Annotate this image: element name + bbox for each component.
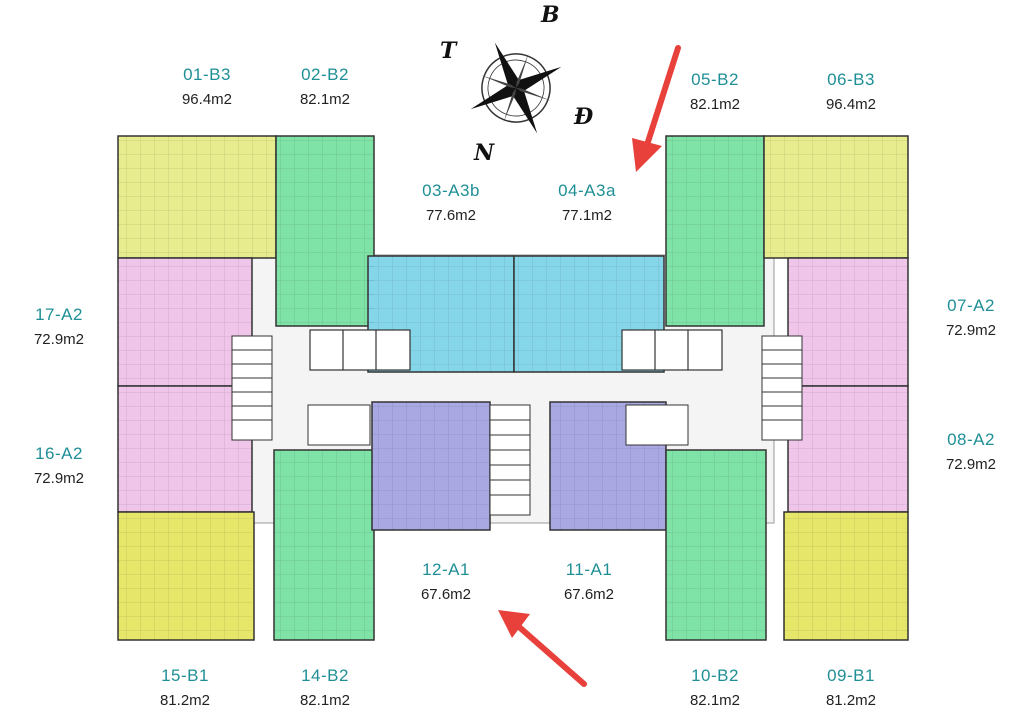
elevator-bank-right bbox=[621, 329, 723, 371]
compass-rose bbox=[470, 42, 562, 134]
compass-north-label: B bbox=[540, 2, 560, 28]
room-grid-overlay bbox=[118, 136, 908, 640]
stairs-right bbox=[761, 335, 803, 441]
compass-south-label: N bbox=[473, 140, 495, 166]
compass-west-label: T bbox=[440, 38, 458, 64]
lift-lobby-right bbox=[625, 404, 689, 446]
stairs-center bbox=[489, 404, 531, 516]
compass-east-label: Đ bbox=[573, 104, 594, 130]
arrow-pointer-bottom bbox=[498, 610, 587, 687]
stairs-left bbox=[231, 335, 273, 441]
lift-lobby-left bbox=[307, 404, 371, 446]
arrow-pointer-top bbox=[632, 45, 681, 172]
elevator-bank-left bbox=[309, 329, 411, 371]
